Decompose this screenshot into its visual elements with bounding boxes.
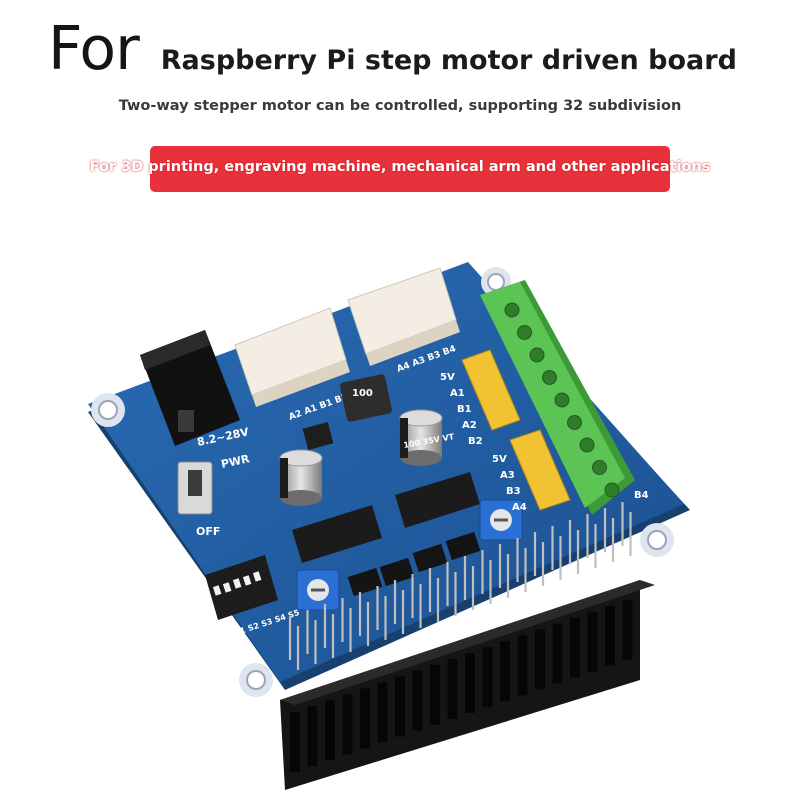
inductor: 100 [340, 374, 392, 422]
potentiometer-right [479, 499, 523, 541]
title-main: Raspberry Pi step motor driven board [160, 45, 737, 76]
off-label: OFF [196, 525, 220, 538]
connector-left [234, 307, 350, 407]
dip-label-0: 0 [200, 597, 206, 607]
header-slot [622, 599, 633, 660]
inductor-label: 100 [352, 388, 373, 399]
female-pin-header [280, 580, 655, 790]
dip-switch [205, 555, 278, 620]
stepper-motor-hat-illustration: 8.2~28V PWR OFF A2 A1 B1 B2 A4 A3 B3 B4 … [88, 262, 690, 790]
header-slot [535, 629, 545, 690]
potentiometer-left [296, 569, 340, 611]
jumper-labels-1: 5V A1 B1 A2 B2 [440, 372, 483, 447]
jumper1-label-2: B1 [457, 404, 472, 415]
header-slot [412, 670, 423, 731]
mounting-holes [91, 267, 674, 697]
header-slot [447, 658, 458, 719]
screw-terminal-block [480, 280, 635, 515]
header-slot [377, 682, 388, 743]
banner-text: For 3D printing, engraving machine, mech… [89, 159, 711, 175]
gpio-pin-header [288, 502, 632, 670]
jumper1-label-0: 5V [440, 372, 455, 383]
terminal-screw [517, 325, 532, 340]
jumper1-label-4: B2 [468, 436, 483, 447]
terminal-screw [542, 370, 557, 385]
subtitle: Two-way stepper motor can be controlled,… [118, 98, 682, 114]
terminal-screw [592, 460, 607, 475]
shunt-resistors [347, 531, 481, 597]
terminal-screw [504, 302, 520, 318]
terminal-screw [554, 392, 570, 408]
capacitor-right [399, 409, 443, 466]
small-ic [302, 422, 334, 450]
pwr-label: PWR [220, 452, 251, 471]
header-slot [500, 641, 510, 702]
connector-right [347, 267, 460, 366]
power-switch [177, 461, 213, 515]
header-slot [605, 605, 615, 666]
terminal-screw [567, 415, 582, 430]
jumper2-label-3: A4 [512, 502, 527, 513]
header-slot [360, 688, 370, 749]
terminal-screw [529, 347, 545, 363]
header-slot [570, 617, 580, 678]
jumper2-label-1: A3 [500, 470, 515, 481]
header-slot [325, 700, 335, 761]
header-slot [517, 635, 528, 696]
product-photo: 8.2~28V PWR OFF A2 A1 B1 B2 A4 A3 B3 B4 … [0, 210, 800, 800]
jumper-headers [461, 349, 571, 511]
terminal-screw [604, 482, 620, 498]
jumper1-label-1: A1 [450, 388, 465, 399]
header-slot [307, 706, 318, 767]
title-prefix: For [48, 14, 140, 84]
header: For Raspberry Pi step motor driven board… [0, 0, 800, 210]
capacitor-left [279, 449, 323, 506]
jumper-labels-2: 5V A3 B3 A4 [492, 454, 527, 513]
dip-label-1: 1 [202, 617, 208, 627]
header-slot [395, 676, 405, 737]
header-slot [430, 664, 440, 725]
jumper1-label-3: A2 [462, 420, 477, 431]
header-slot [587, 611, 598, 672]
header-slot [290, 712, 300, 772]
dc-power-jack [140, 330, 240, 446]
page-title: For Raspberry Pi step motor driven board [48, 14, 737, 84]
terminal-screw [579, 437, 595, 453]
driver-ic-left [292, 505, 382, 563]
terminal-b4-label: B4 [634, 490, 649, 501]
driver-ic-right [395, 472, 480, 528]
header-slot [552, 623, 563, 684]
jumper2-label-0: 5V [492, 454, 507, 465]
header-slot [342, 694, 353, 755]
red-banner [150, 146, 670, 192]
header-slot [482, 647, 493, 708]
jumper2-label-2: B3 [506, 486, 521, 497]
header-slot [465, 653, 475, 713]
